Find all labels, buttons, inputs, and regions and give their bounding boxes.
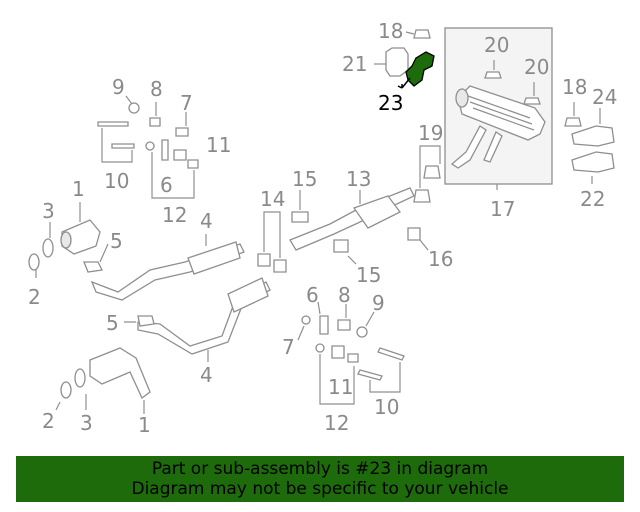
callout-11-lower: 11 [328,375,353,399]
callout-10-upper: 10 [104,169,129,193]
callout-19: 19 [418,121,443,145]
callout-7-upper: 7 [180,91,193,115]
callout-15-upper: 15 [292,167,317,191]
callout-12-upper: 12 [162,203,187,227]
nut-16 [407,227,429,251]
callout-13: 13 [346,167,371,191]
callout-9-lower: 9 [372,291,385,315]
callout-15-lower: 15 [356,263,381,287]
centre-pipe-13 [289,187,415,251]
callout-5-lower: 5 [106,311,119,335]
callout-17: 17 [490,197,515,221]
callout-10-lower: 10 [374,395,399,419]
callout-8-lower: 8 [338,283,351,307]
callout-9-upper: 9 [112,75,125,99]
callout-14: 14 [260,187,285,211]
callout-1-upper: 1 [72,177,85,201]
callout-18-top: 18 [378,19,403,43]
fasteners-lower-right [297,301,405,405]
callout-3-upper: 3 [42,199,55,223]
banner-line-2: Diagram may not be specific to your vehi… [131,479,509,499]
tailpipe-24 [571,108,615,147]
callout-1-lower: 1 [138,413,151,437]
callout-12-lower: 12 [324,411,349,435]
muffler-assembly [444,27,553,190]
hanger-15-upper [291,190,309,223]
exhaust-pipe-4-lower [124,277,271,362]
exhaust-pipe-4-upper [90,234,245,301]
nut-18-right [564,102,582,127]
callout-18-right: 18 [562,75,587,99]
callout-22: 22 [580,187,605,211]
callout-7-lower: 7 [282,335,295,359]
callout-2-lower: 2 [42,409,55,433]
part-23-highlighted [397,51,435,89]
callout-6-upper: 6 [160,173,173,197]
callout-24: 24 [592,85,617,109]
banner-line-1: Part or sub-assembly is #23 in diagram [151,459,489,479]
exhaust-parts-diagram: 18 21 23 20 20 18 24 19 17 22 9 8 7 11 1… [28,19,617,437]
callout-3-lower: 3 [80,411,93,435]
info-banner: Part or sub-assembly is #23 in diagram D… [16,456,624,502]
clamps-14 [257,211,287,273]
callout-6-lower: 6 [306,283,319,307]
callout-20-left: 20 [484,33,509,57]
callout-23: 23 [378,91,403,115]
hanger-15-lower [333,239,357,265]
callout-2-upper: 2 [28,285,41,309]
tailpipe-22 [571,151,615,184]
callout-20-right: 20 [524,55,549,79]
clip-20-a [484,71,502,79]
callout-5-upper: 5 [110,229,123,253]
callout-11-upper: 11 [206,133,231,157]
callout-21: 21 [342,52,367,76]
catalytic-converter-upper [28,202,109,278]
callout-8-upper: 8 [150,77,163,101]
clip-20-b [523,97,541,105]
nut-18-top [405,29,431,39]
fasteners-upper-left [97,95,199,199]
callout-4-upper: 4 [200,209,213,233]
catalytic-converter-lower [55,347,151,414]
hanger-19 [413,145,441,203]
bracket-21 [374,47,409,77]
callout-4-lower: 4 [200,363,213,387]
callout-16: 16 [428,247,453,271]
